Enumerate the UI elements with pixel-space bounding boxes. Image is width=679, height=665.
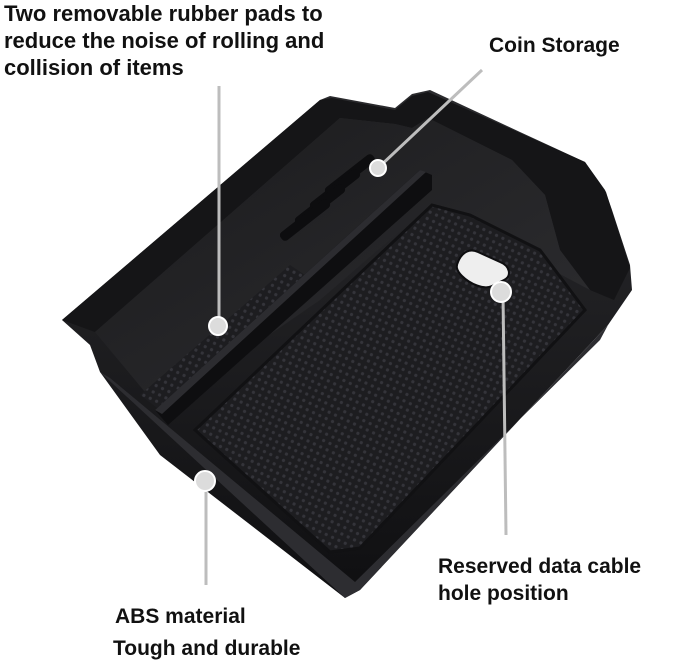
tray-rim <box>62 92 630 332</box>
rubber-pads-line1: Two removable rubber pads to <box>4 1 323 26</box>
divider-wall <box>155 170 432 425</box>
data-cable-line2: hole position <box>438 582 569 605</box>
coin-slots <box>279 154 376 241</box>
tray-front-edge <box>100 325 608 598</box>
left-rubber-pad <box>140 265 305 410</box>
cable-marker <box>490 281 512 303</box>
coin-marker <box>369 159 387 177</box>
pads-marker <box>208 316 228 336</box>
data-cable-line1: Reserved data cable <box>438 555 642 578</box>
rubber-pads-callout: Two removable rubber pads to reduce the … <box>4 0 324 81</box>
abs-marker <box>194 470 216 492</box>
tough-durable-callout: Tough and durable <box>113 637 301 660</box>
coin-storage-callout: Coin Storage <box>489 34 620 57</box>
main-rubber-pad <box>192 203 587 554</box>
abs-material-callout: ABS material <box>115 605 246 628</box>
rubber-pads-line3: collision of items <box>4 55 184 80</box>
cable-hole <box>455 249 510 289</box>
data-cable-callout: Reserved data cable hole position <box>438 553 641 607</box>
rubber-pads-line2: reduce the noise of rolling and <box>4 28 325 53</box>
